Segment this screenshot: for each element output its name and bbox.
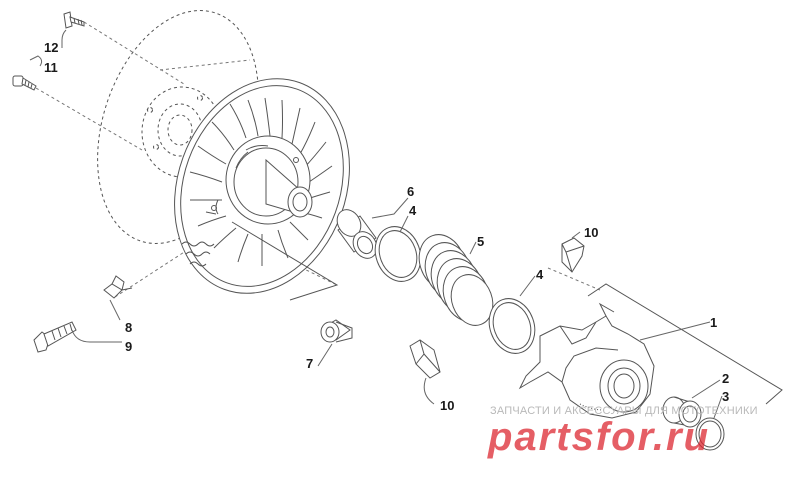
part-8-nut: [103, 275, 133, 299]
callout-11: 11: [44, 60, 58, 75]
callout-4-lower: 4: [536, 267, 544, 282]
watermark-caption: ЗАПЧАСТИ И АКСЕССУАРЫ ДЛЯ МОТОТЕХНИКИ: [490, 405, 758, 417]
callout-6: 6: [407, 184, 415, 199]
part-9-bolt: [33, 321, 77, 353]
cooling-fins: [189, 97, 333, 266]
callout-8: 8: [125, 320, 133, 335]
part-1-cam: [518, 302, 655, 419]
part-6-bushing: [336, 209, 378, 259]
callout-1: 1: [710, 315, 718, 330]
callout-4-upper: 4: [409, 203, 417, 218]
callout-12: 12: [44, 40, 59, 55]
part-2-bearing: [662, 396, 702, 428]
watermark-logo: partsfor.ru: [488, 415, 711, 459]
leader-lines: [29, 29, 723, 419]
part-11-bolt: [12, 75, 37, 91]
part-4-washer-lower: [488, 298, 536, 354]
callout-7: 7: [306, 356, 314, 371]
part-7-roller: [320, 319, 353, 343]
part-10-slider-lower: [409, 339, 441, 379]
movable-sheave: [174, 78, 350, 294]
part-4-washer-upper: [374, 226, 422, 282]
callout-2: 2: [722, 371, 730, 386]
callout-5: 5: [477, 234, 485, 249]
callout-9: 9: [125, 339, 133, 354]
part-10-slider-upper: [561, 237, 585, 273]
callout-10-lower: 10: [440, 398, 455, 413]
part-12-screw: [63, 11, 85, 29]
part-5-spring: [418, 234, 494, 326]
part-3-circlip: [695, 417, 725, 451]
callout-3: 3: [722, 389, 730, 404]
callout-10-upper: 10: [584, 225, 599, 240]
